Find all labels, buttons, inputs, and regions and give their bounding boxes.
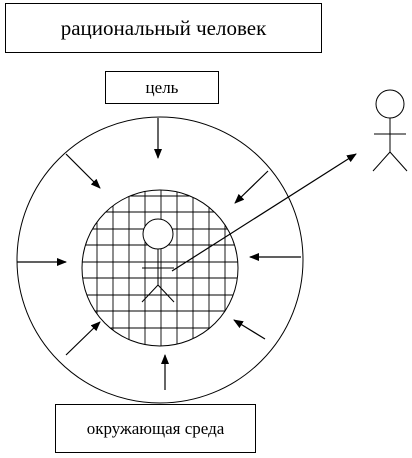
goal-label: цель: [145, 77, 179, 97]
title-box: рациональный человек: [5, 3, 322, 53]
environment-label: окружающая среда: [86, 418, 225, 438]
goal-box: цель: [105, 71, 219, 104]
arrow-top-right: [234, 170, 269, 204]
arrow-bottom-left: [65, 321, 101, 356]
inner-person-icon: [141, 218, 175, 303]
arrow-to-outer-person: [171, 153, 357, 272]
influence-arrows: [17, 118, 357, 390]
arrow-top-left: [65, 153, 101, 189]
environment-box: окружающая среда: [55, 404, 256, 453]
arrow-bottom-right: [233, 319, 266, 340]
title-label: рациональный человек: [60, 15, 267, 40]
inner-circle: [81, 189, 239, 347]
outer-person-icon: [372, 89, 408, 172]
outer-circle: [16, 116, 304, 404]
